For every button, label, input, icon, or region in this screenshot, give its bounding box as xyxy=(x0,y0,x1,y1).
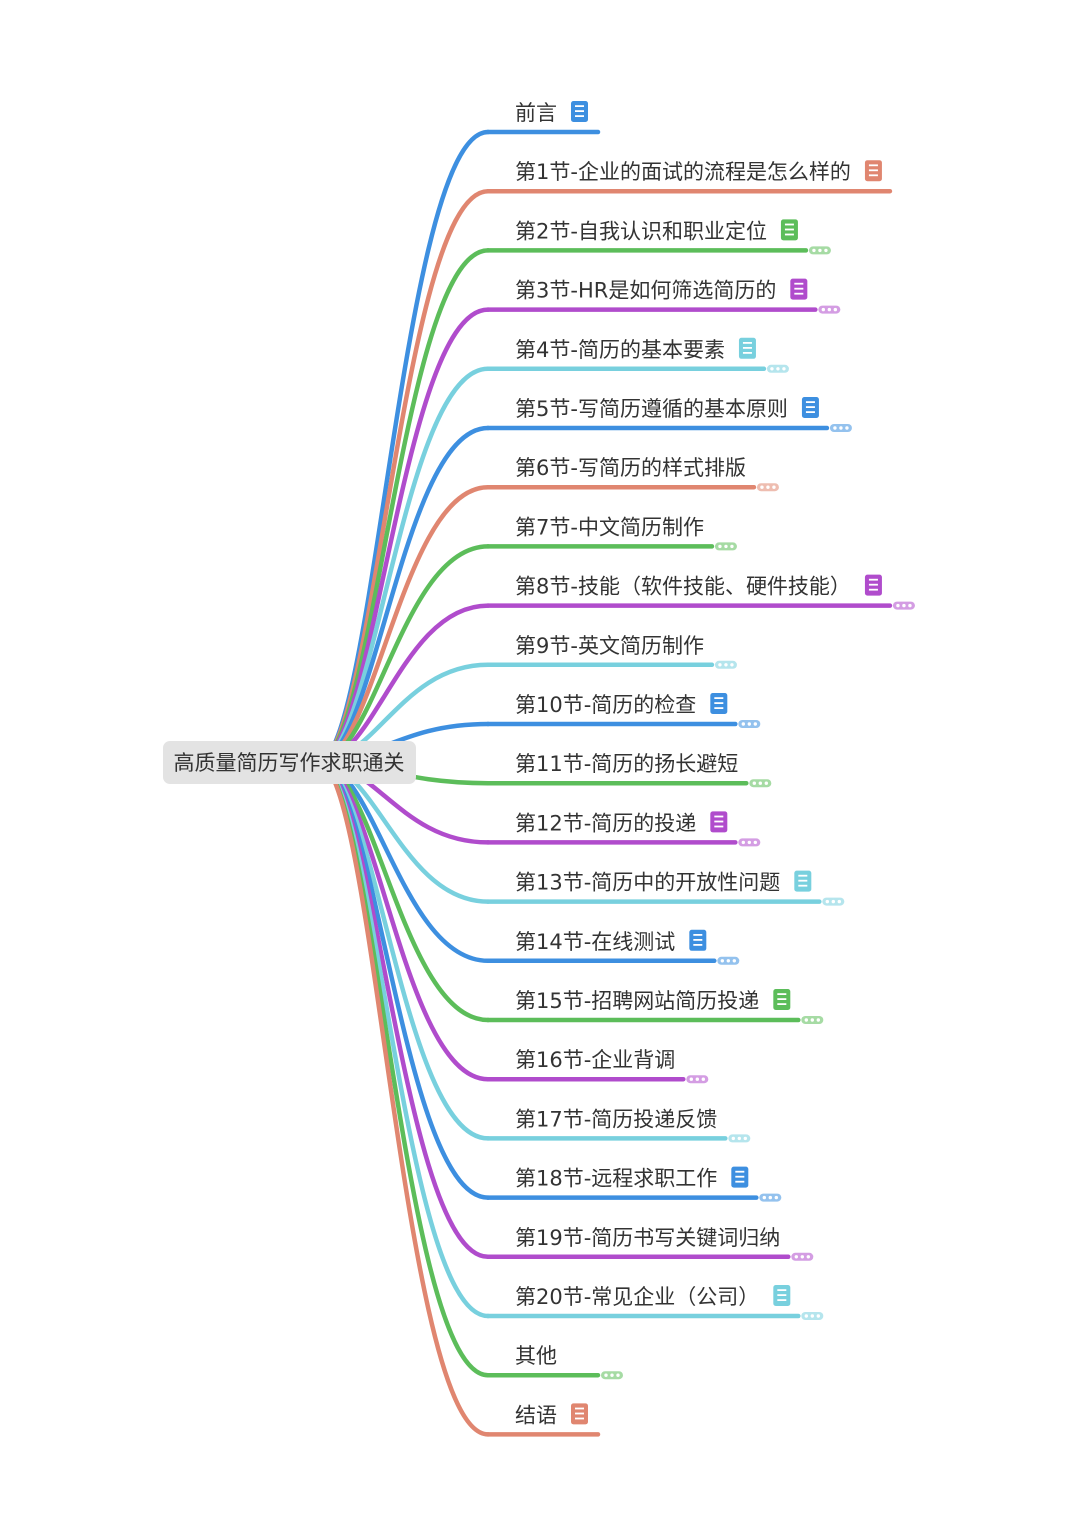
branch-label: 第2节-自我认识和职业定位 xyxy=(515,219,767,243)
collapsed-children-indicator[interactable] xyxy=(791,1252,814,1261)
root-node[interactable]: 高质量简历写作求职通关 xyxy=(163,741,416,784)
note-icon[interactable] xyxy=(738,337,756,359)
branch-node[interactable]: 第17节-简历投递反馈 xyxy=(485,1107,751,1143)
branch-node[interactable]: 第4节-简历的基本要素 xyxy=(485,337,789,373)
collapsed-children-indicator[interactable] xyxy=(601,1371,623,1380)
collapsed-children-indicator[interactable] xyxy=(714,660,737,669)
branch-label: 第3节-HR是如何筛选简历的 xyxy=(515,279,776,303)
branch-node[interactable]: 结语 xyxy=(485,1403,601,1437)
collapsed-children-indicator[interactable] xyxy=(818,305,841,314)
collapsed-children-indicator[interactable] xyxy=(686,1075,709,1084)
note-icon[interactable] xyxy=(571,101,588,122)
note-icon[interactable] xyxy=(571,1403,588,1425)
branch-connector xyxy=(315,759,491,1437)
branch-node[interactable]: 第19节-简历书写关键词归纳 xyxy=(485,1226,814,1261)
collapsed-children-indicator[interactable] xyxy=(717,956,740,965)
collapsed-children-indicator[interactable] xyxy=(749,779,772,788)
note-icon[interactable] xyxy=(710,811,728,833)
note-icon[interactable] xyxy=(731,1166,749,1188)
root-node-label: 高质量简历写作求职通关 xyxy=(174,751,405,775)
note-icon[interactable] xyxy=(773,989,791,1010)
branch-label: 其他 xyxy=(515,1344,557,1368)
branch-node[interactable]: 第18节-远程求职工作 xyxy=(485,1166,782,1202)
branch-connector xyxy=(315,188,491,765)
branch-node[interactable]: 第13节-简历中的开放性问题 xyxy=(485,870,845,906)
branch-label: 第5节-写简历遵循的基本原则 xyxy=(515,397,788,421)
collapsed-children-indicator[interactable] xyxy=(728,1134,751,1143)
collapsed-children-indicator[interactable] xyxy=(801,1016,824,1024)
branch-label: 第15节-招聘网站简历投递 xyxy=(515,989,759,1013)
branch-node[interactable]: 第16节-企业背调 xyxy=(485,1048,709,1084)
branch-nodes: 前言第1节-企业的面试的流程是怎么样的第2节-自我认识和职业定位第3节-HR是如… xyxy=(485,101,915,1437)
collapsed-children-indicator[interactable] xyxy=(738,720,761,728)
collapsed-children-indicator[interactable] xyxy=(766,364,789,373)
branch-node[interactable]: 第20节-常见企业（公司） xyxy=(485,1285,824,1320)
note-icon[interactable] xyxy=(780,219,798,241)
branch-label: 结语 xyxy=(515,1403,557,1427)
branch-node[interactable]: 前言 xyxy=(485,101,601,135)
branch-label: 第9节-英文简历制作 xyxy=(515,634,704,658)
branch-label: 第6节-写简历的样式排版 xyxy=(515,456,746,480)
branch-node[interactable]: 第3节-HR是如何筛选简历的 xyxy=(485,278,841,314)
collapsed-children-indicator[interactable] xyxy=(892,601,915,610)
branch-node[interactable]: 第8节-技能（软件技能、硬件技能） xyxy=(485,574,915,610)
collapsed-children-indicator[interactable] xyxy=(801,1312,824,1320)
collapsed-children-indicator[interactable] xyxy=(759,1193,782,1202)
note-icon[interactable] xyxy=(864,160,882,182)
collapsed-children-indicator[interactable] xyxy=(714,542,737,551)
branch-node[interactable]: 其他 xyxy=(485,1344,623,1380)
note-icon[interactable] xyxy=(801,397,819,418)
collapsed-children-indicator[interactable] xyxy=(808,246,831,255)
branch-node[interactable]: 第15节-招聘网站简历投递 xyxy=(485,989,824,1024)
branch-label: 第11节-简历的扬长避短 xyxy=(515,752,738,776)
branch-label: 第7节-中文简历制作 xyxy=(515,515,704,539)
branch-label: 第8节-技能（软件技能、硬件技能） xyxy=(515,575,851,599)
branch-label: 第12节-简历的投递 xyxy=(515,811,696,835)
branch-node[interactable]: 第9节-英文简历制作 xyxy=(485,634,737,669)
branch-label: 第18节-远程求职工作 xyxy=(515,1167,717,1191)
collapsed-children-indicator[interactable] xyxy=(756,483,779,492)
branch-node[interactable]: 第5节-写简历遵循的基本原则 xyxy=(485,397,852,432)
branch-label: 第10节-简历的检查 xyxy=(515,693,696,717)
branch-label: 第13节-简历中的开放性问题 xyxy=(515,871,780,895)
branch-label: 第4节-简历的基本要素 xyxy=(515,338,725,362)
branch-label: 第14节-在线测试 xyxy=(515,930,675,954)
collapsed-children-indicator[interactable] xyxy=(738,838,761,847)
branch-node[interactable]: 第6节-写简历的样式排版 xyxy=(485,456,779,492)
note-icon[interactable] xyxy=(794,870,812,892)
note-icon[interactable] xyxy=(710,693,728,714)
branch-node[interactable]: 第2节-自我认识和职业定位 xyxy=(485,219,831,255)
note-icon[interactable] xyxy=(790,278,808,300)
note-icon[interactable] xyxy=(864,574,882,596)
branch-node[interactable]: 第7节-中文简历制作 xyxy=(485,515,737,551)
branch-node[interactable]: 第14节-在线测试 xyxy=(485,929,740,965)
branch-node[interactable]: 第12节-简历的投递 xyxy=(485,811,761,847)
branch-label: 第17节-简历投递反馈 xyxy=(515,1107,717,1131)
note-icon[interactable] xyxy=(689,929,707,951)
branch-node[interactable]: 第1节-企业的面试的流程是怎么样的 xyxy=(485,160,893,194)
collapsed-children-indicator[interactable] xyxy=(822,897,845,906)
branch-node[interactable]: 第10节-简历的检查 xyxy=(485,693,761,728)
branch-label: 第1节-企业的面试的流程是怎么样的 xyxy=(515,160,851,184)
branch-label: 前言 xyxy=(515,101,557,125)
branch-label: 第16节-企业背调 xyxy=(515,1048,675,1072)
collapsed-children-indicator[interactable] xyxy=(829,424,852,432)
branch-label: 第19节-简历书写关键词归纳 xyxy=(515,1226,780,1250)
branch-node[interactable]: 第11节-简历的扬长避短 xyxy=(485,752,772,788)
root-node-box xyxy=(163,741,416,784)
branch-label: 第20节-常见企业（公司） xyxy=(515,1285,759,1309)
note-icon[interactable] xyxy=(773,1285,791,1306)
